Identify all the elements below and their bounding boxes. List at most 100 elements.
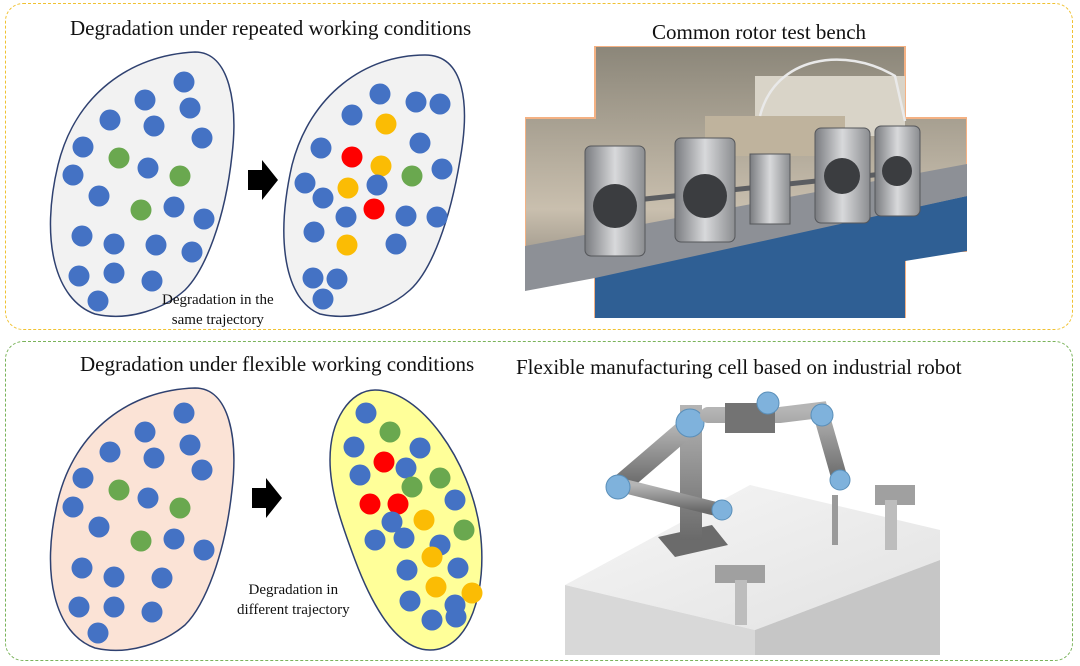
state-dot [385, 233, 407, 255]
state-dot [336, 234, 358, 256]
state-dot [68, 596, 90, 618]
state-dot [405, 91, 427, 113]
state-dot [151, 567, 173, 589]
state-dot [453, 519, 475, 541]
state-dot [401, 165, 423, 187]
state-dot [381, 511, 403, 533]
state-dot [103, 233, 125, 255]
state-dot [447, 557, 469, 579]
caption-line: Degradation in the [162, 292, 274, 308]
state-dot [366, 174, 388, 196]
state-dot [134, 421, 156, 443]
state-dot [99, 441, 121, 463]
state-dot [337, 177, 359, 199]
state-dot [379, 421, 401, 443]
state-dot [130, 530, 152, 552]
state-dot [169, 165, 191, 187]
state-dot [326, 268, 348, 290]
state-dot [421, 609, 443, 631]
state-dot [429, 93, 451, 115]
state-dot [191, 127, 213, 149]
state-dot [349, 464, 371, 486]
state-dot [169, 497, 191, 519]
state-dot [88, 185, 110, 207]
state-dot [396, 559, 418, 581]
state-dot [143, 447, 165, 469]
state-dot [137, 157, 159, 179]
state-dot [409, 132, 431, 154]
state-dot [429, 467, 451, 489]
state-dot [359, 493, 381, 515]
different-trajectory-caption: Degradation in different trajectory [237, 580, 350, 620]
repeated-conditions-title: Degradation under repeated working condi… [70, 16, 472, 40]
state-dot [421, 546, 443, 568]
flexible-conditions-title: Degradation under flexible working condi… [80, 352, 475, 376]
state-dot [413, 509, 435, 531]
state-dot [68, 265, 90, 287]
state-dot [395, 457, 417, 479]
arrow-right-icon [248, 160, 278, 200]
state-dot [163, 196, 185, 218]
state-dot [341, 146, 363, 168]
state-dot [134, 89, 156, 111]
state-dot [461, 582, 483, 604]
state-dot [88, 516, 110, 538]
state-dot [173, 71, 195, 93]
state-dot [72, 136, 94, 158]
state-dot [179, 97, 201, 119]
caption-line: different trajectory [237, 602, 350, 618]
state-dot [141, 601, 163, 623]
state-dot [426, 206, 448, 228]
state-dot [363, 198, 385, 220]
state-dot [103, 262, 125, 284]
state-dot [108, 147, 130, 169]
state-dot [399, 590, 421, 612]
state-dot [193, 539, 215, 561]
state-dot [401, 476, 423, 498]
state-dot [71, 225, 93, 247]
state-dot [312, 288, 334, 310]
state-dot [303, 221, 325, 243]
state-dot [393, 527, 415, 549]
state-dot [99, 109, 121, 131]
state-dot [62, 496, 84, 518]
caption-line: Degradation in [248, 582, 339, 598]
state-dot [341, 104, 363, 126]
state-dot [431, 158, 453, 180]
state-dot [103, 566, 125, 588]
state-dot [312, 187, 334, 209]
state-dot [395, 205, 417, 227]
state-dot [373, 451, 395, 473]
state-dot [335, 206, 357, 228]
state-dot [145, 234, 167, 256]
state-dot [302, 267, 324, 289]
state-dot [343, 436, 365, 458]
state-dot [163, 528, 185, 550]
state-dot [191, 459, 213, 481]
same-trajectory-caption: Degradation in the same trajectory [162, 290, 274, 330]
state-dot [87, 622, 109, 644]
state-dot [369, 83, 391, 105]
state-dot [72, 467, 94, 489]
state-dot [310, 137, 332, 159]
state-dot [179, 434, 201, 456]
state-dot [193, 208, 215, 230]
rotor-bench-title: Common rotor test bench [652, 20, 867, 44]
state-dot [294, 172, 316, 194]
state-dot [181, 241, 203, 263]
state-dot [375, 113, 397, 135]
state-dot [130, 199, 152, 221]
industrial-robot-cell-render [540, 385, 980, 655]
state-dot [143, 115, 165, 137]
state-dot [108, 479, 130, 501]
state-dot [387, 493, 409, 515]
state-dot [87, 290, 109, 312]
state-dot [71, 557, 93, 579]
state-dot [370, 155, 392, 177]
repeated-conditions-panel [5, 3, 1073, 330]
state-dot [141, 270, 163, 292]
state-dot [355, 402, 377, 424]
rotor-test-bench-photo [525, 46, 967, 318]
state-dot [62, 164, 84, 186]
